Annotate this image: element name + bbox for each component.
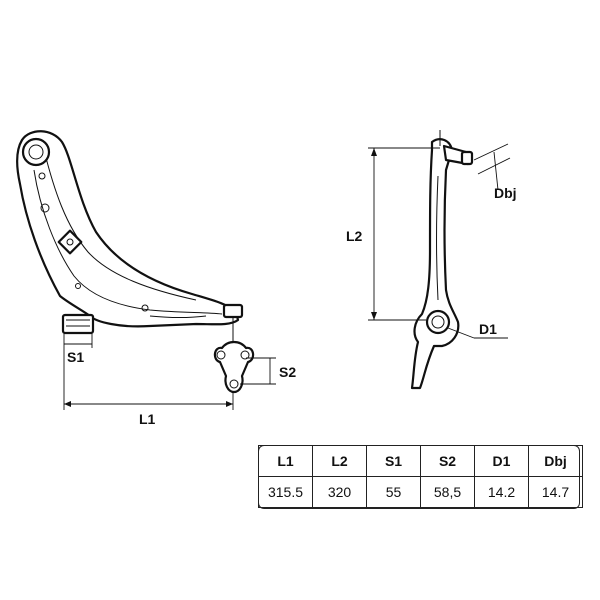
control-arm-front-view — [16, 130, 255, 394]
table-value-dbj: 14.7 — [528, 476, 583, 508]
table-header-row: L1 L2 S1 S2 D1 Dbj — [258, 445, 583, 477]
dimension-label-s1: S1 — [67, 349, 84, 365]
table-value-d1: 14.2 — [474, 476, 529, 508]
dimension-lines-left — [63, 334, 276, 410]
table-header-l2: L2 — [312, 445, 367, 477]
table-row: 315.5 320 55 58,5 14.2 14.7 — [258, 476, 583, 508]
dimension-label-dbj: Dbj — [494, 185, 517, 201]
table-header-l1: L1 — [258, 445, 313, 477]
dimension-label-l1: L1 — [139, 411, 156, 427]
table-header-s1: S1 — [366, 445, 421, 477]
table-header-dbj: Dbj — [528, 445, 583, 477]
table-header-s2: S2 — [420, 445, 475, 477]
dimension-label-d1: D1 — [479, 321, 497, 337]
table-value-l1: 315.5 — [258, 476, 313, 508]
dimension-lines-right — [368, 143, 511, 339]
dimension-label-l2: L2 — [346, 228, 363, 244]
dimension-label-s2: S2 — [279, 364, 296, 380]
table-value-s2: 58,5 — [420, 476, 475, 508]
control-arm-side-view — [410, 130, 474, 390]
table-value-s1: 55 — [366, 476, 421, 508]
table-value-l2: 320 — [312, 476, 367, 508]
table-header-d1: D1 — [474, 445, 529, 477]
specification-table: L1 L2 S1 S2 D1 Dbj 315.5 320 55 58,5 14.… — [258, 445, 583, 508]
